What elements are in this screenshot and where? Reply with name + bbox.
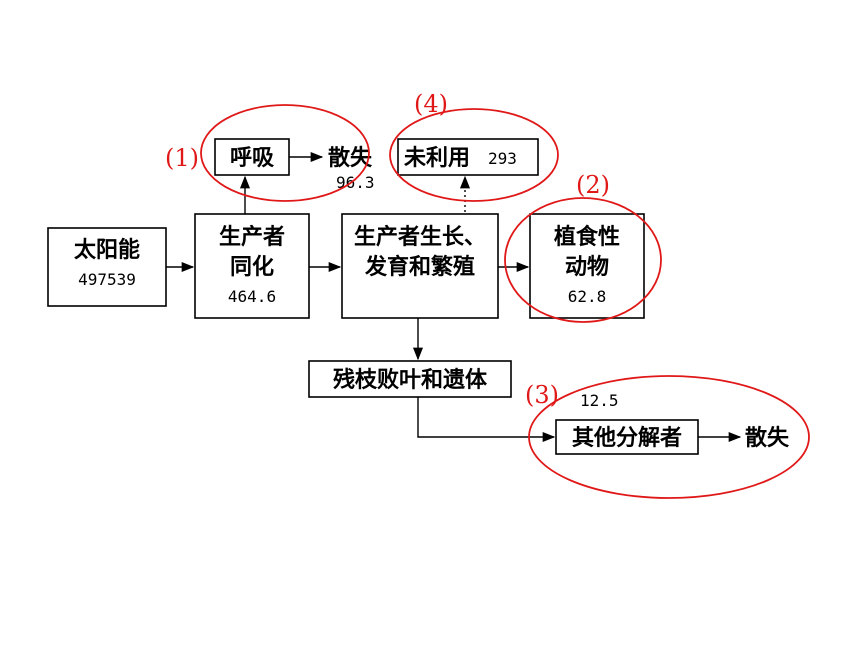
sun-box [47, 227, 167, 307]
decomposer-label: 其他分解者 [572, 425, 682, 451]
residue-label: 残枝败叶和遗体 [333, 367, 488, 393]
annotation-ellipse-4 [389, 108, 559, 202]
annotation-label-1: (1) [165, 144, 199, 172]
sun-label: 太阳能 [74, 237, 140, 263]
respiration-box [214, 138, 290, 176]
herbivore-value: 62.8 [568, 287, 607, 306]
decomposer-box [555, 419, 699, 455]
annotation-ellipse-3 [528, 375, 810, 499]
producer-label-line2: 同化 [230, 254, 274, 280]
arrow-residue-to-decomposer [417, 397, 556, 443]
dissipation-bottom-label: 散失 [745, 426, 790, 451]
annotation-label-4: (4) [414, 90, 448, 118]
unused-label: 未利用 [404, 146, 470, 171]
herbivore-label-line2: 动物 [565, 254, 609, 280]
annotation-ellipse-2 [504, 197, 662, 323]
decomposer-value: 12.5 [580, 391, 619, 410]
herbivore-box [529, 213, 645, 319]
producer-value: 464.6 [228, 287, 276, 306]
annotation-ellipse-1 [200, 104, 370, 202]
growth-label-line2: 发育和繁殖 [364, 254, 475, 280]
producer-label-line1: 生产者 [219, 225, 285, 250]
growth-label-line1: 生产者生长、 [354, 225, 486, 250]
producer-box [194, 213, 310, 319]
unused-box [397, 138, 539, 176]
herbivore-label-line1: 植食性 [554, 224, 620, 250]
unused-value: 293 [488, 149, 517, 168]
sun-value: 497539 [78, 270, 136, 289]
respiration-label: 呼吸 [230, 146, 275, 171]
growth-box [341, 213, 499, 319]
residue-box [308, 360, 512, 398]
annotation-label-3: (3) [525, 381, 559, 409]
annotation-label-2: (2) [576, 171, 610, 199]
